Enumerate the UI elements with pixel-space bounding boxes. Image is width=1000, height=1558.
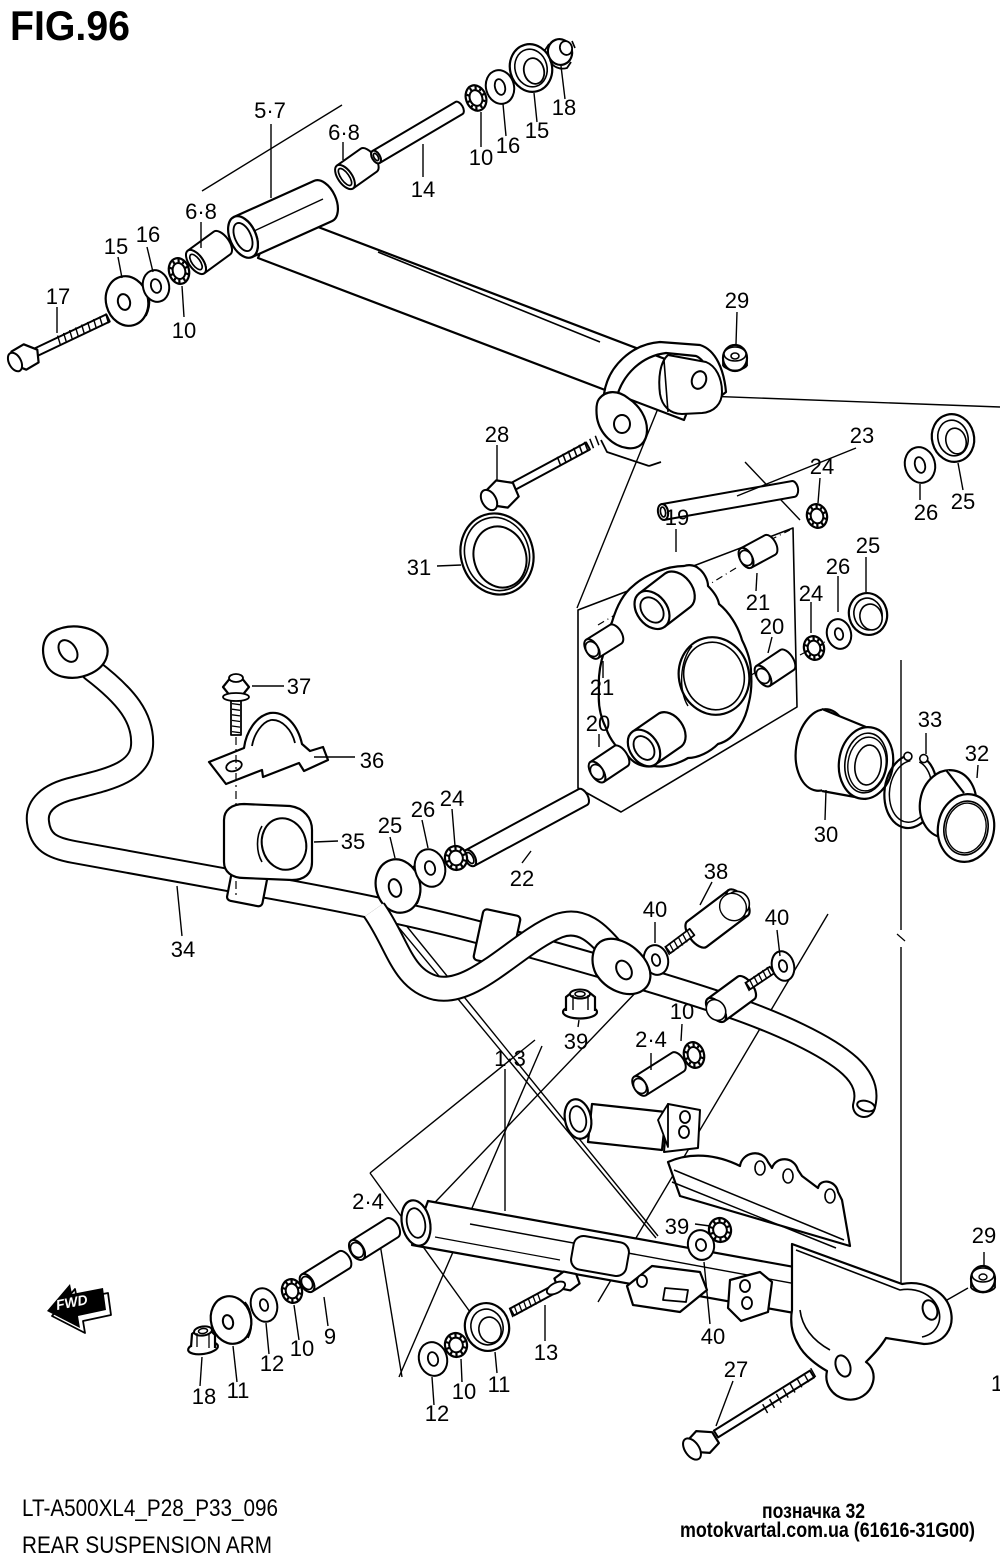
svg-text:9: 9 [324, 1324, 336, 1349]
svg-text:37: 37 [287, 674, 311, 699]
svg-text:26: 26 [914, 500, 938, 525]
svg-text:32: 32 [965, 741, 989, 766]
svg-text:REAR SUSPENSION ARM: REAR SUSPENSION ARM [22, 1532, 272, 1558]
svg-text:29: 29 [725, 288, 749, 313]
svg-text:40: 40 [643, 897, 667, 922]
svg-text:17: 17 [46, 284, 70, 309]
svg-text:10: 10 [452, 1379, 476, 1404]
svg-text:12: 12 [425, 1401, 449, 1426]
svg-text:6·8: 6·8 [328, 120, 360, 145]
svg-text:40: 40 [765, 905, 789, 930]
svg-text:28: 28 [485, 422, 509, 447]
svg-text:1·3: 1·3 [494, 1046, 526, 1071]
svg-text:10: 10 [290, 1336, 314, 1361]
svg-text:24: 24 [440, 786, 464, 811]
svg-text:5·7: 5·7 [254, 98, 286, 123]
svg-text:26: 26 [826, 554, 850, 579]
svg-text:FWD: FWD [55, 1291, 89, 1313]
svg-text:39: 39 [564, 1029, 588, 1054]
svg-text:25: 25 [951, 489, 975, 514]
svg-text:22: 22 [510, 866, 534, 891]
svg-text:21: 21 [590, 675, 614, 700]
svg-text:позначка 32: позначка 32 [762, 1500, 865, 1523]
svg-text:25: 25 [378, 813, 402, 838]
svg-text:13: 13 [534, 1340, 558, 1365]
svg-text:10: 10 [670, 999, 694, 1024]
svg-text:40: 40 [701, 1324, 725, 1349]
svg-text:motokvartal.com.ua (61616-31G0: motokvartal.com.ua (61616-31G00) [680, 1519, 975, 1542]
svg-text:34: 34 [171, 937, 195, 962]
svg-text:16: 16 [136, 222, 160, 247]
svg-text:36: 36 [360, 748, 384, 773]
svg-text:20: 20 [760, 614, 784, 639]
svg-text:24: 24 [799, 581, 823, 606]
svg-text:30: 30 [814, 822, 838, 847]
svg-text:10: 10 [469, 145, 493, 170]
svg-text:23: 23 [850, 423, 874, 448]
svg-text:33: 33 [918, 707, 942, 732]
svg-text:14: 14 [411, 177, 435, 202]
svg-text:2·4: 2·4 [635, 1027, 667, 1052]
svg-text:11: 11 [227, 1378, 250, 1403]
svg-text:LT-A500XL4_P28_P33_096: LT-A500XL4_P28_P33_096 [22, 1495, 278, 1522]
svg-text:18: 18 [552, 95, 576, 120]
svg-text:35: 35 [341, 829, 365, 854]
svg-text:26: 26 [411, 797, 435, 822]
svg-text:24: 24 [810, 454, 834, 479]
svg-text:20: 20 [586, 711, 610, 736]
svg-text:16: 16 [496, 133, 520, 158]
svg-text:25: 25 [856, 533, 880, 558]
svg-text:38: 38 [704, 859, 728, 884]
svg-text:19: 19 [665, 505, 689, 530]
svg-text:39: 39 [665, 1214, 689, 1239]
svg-text:12: 12 [260, 1351, 284, 1376]
svg-text:1: 1 [991, 1371, 1000, 1396]
svg-text:10: 10 [172, 318, 196, 343]
svg-text:31: 31 [407, 555, 431, 580]
svg-text:FIG.96: FIG.96 [10, 2, 130, 49]
svg-text:21: 21 [746, 590, 770, 615]
svg-text:18: 18 [192, 1384, 216, 1409]
svg-text:11: 11 [488, 1372, 511, 1397]
svg-text:29: 29 [972, 1223, 996, 1248]
svg-text:27: 27 [724, 1357, 748, 1382]
svg-text:15: 15 [104, 234, 128, 259]
svg-text:6·8: 6·8 [185, 199, 217, 224]
svg-text:15: 15 [525, 118, 549, 143]
svg-text:2·4: 2·4 [352, 1189, 384, 1214]
